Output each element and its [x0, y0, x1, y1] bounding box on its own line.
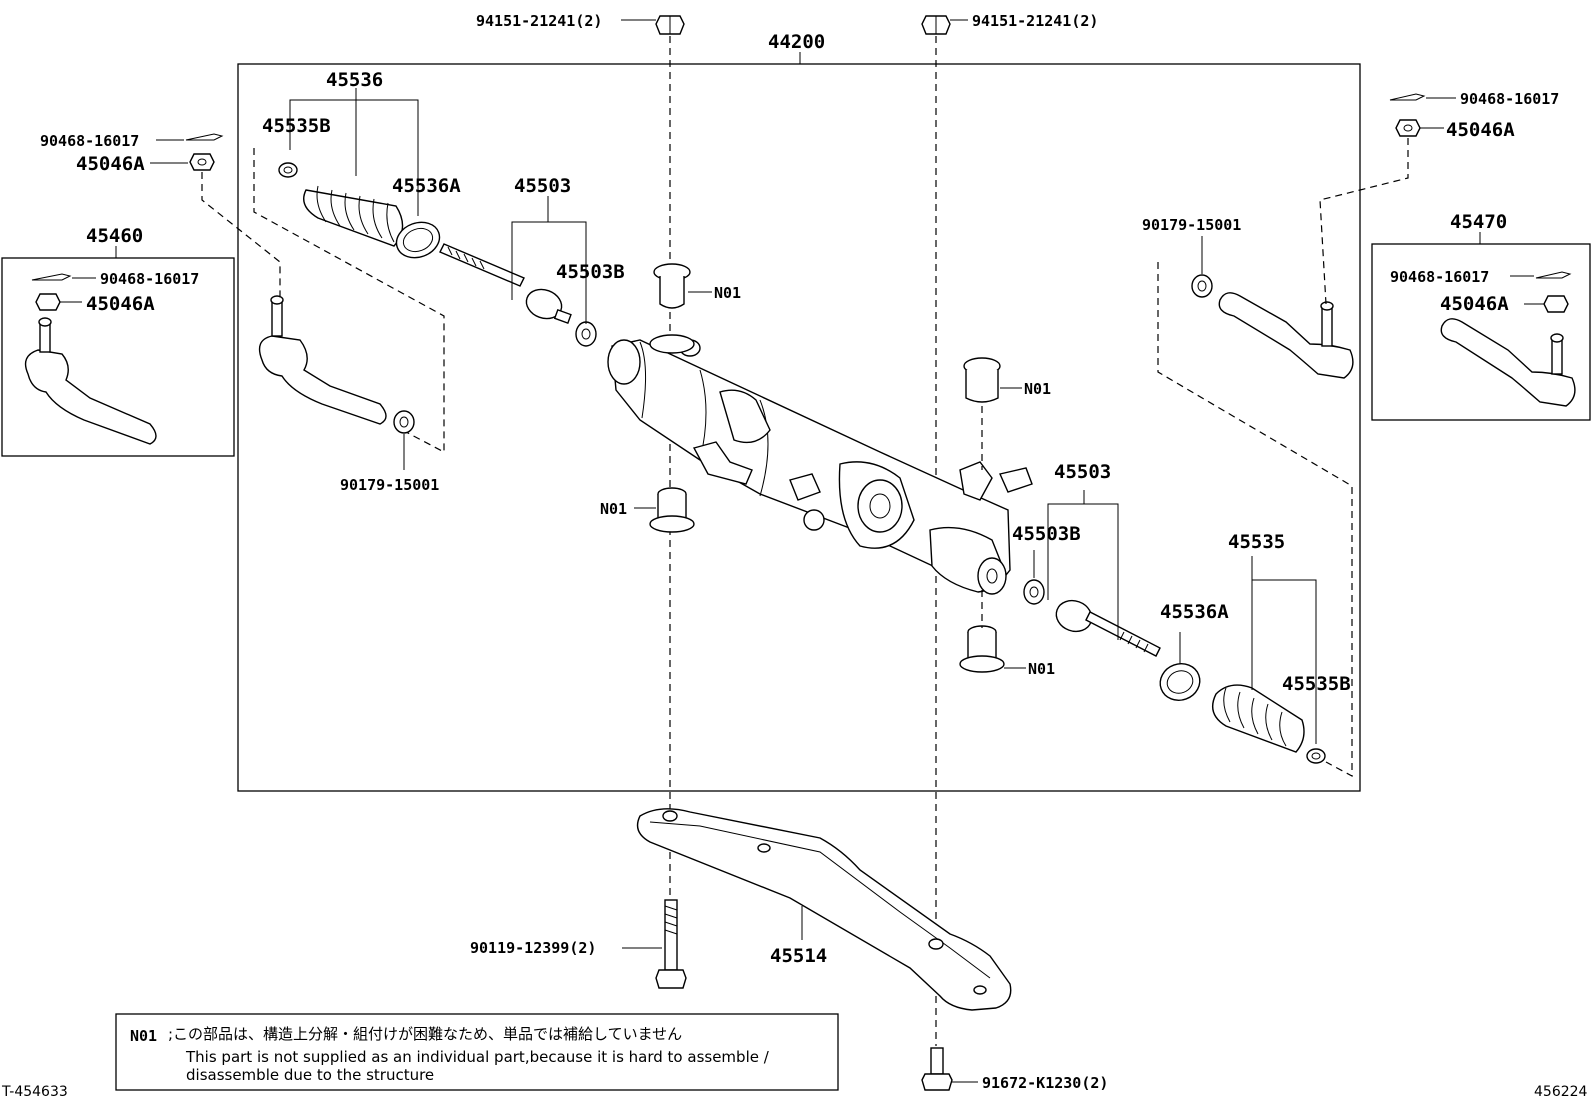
clamp-right-a-icon: [1159, 663, 1201, 701]
assembly-frame: [237, 63, 1361, 792]
nut-right-box-label: 45046A: [1440, 293, 1509, 315]
nut-left-box-label: 45046A: [86, 293, 155, 315]
bushing-right-icon: [1191, 274, 1213, 298]
clamp-right-b-label: 45535B: [1282, 673, 1351, 695]
boot-right-label: 45535: [1228, 531, 1285, 553]
n01-bottom-right-label: N01: [1028, 660, 1055, 678]
note-box: [115, 1013, 839, 1091]
rod-right-icon: [1055, 599, 1161, 657]
bushing-right-label: 90179-15001: [1142, 216, 1241, 234]
nut-right-box-icon: [1543, 295, 1569, 313]
steering-rack-housing-icon: [607, 339, 1033, 595]
clamp-left-a-label: 45536A: [392, 175, 461, 197]
nut-right-top-icon: [1395, 119, 1421, 137]
tie-rod-end-left-frame-icon: [258, 295, 387, 425]
rod-left-label: 45503: [514, 175, 571, 197]
corner-left-code: T-454633: [1, 1084, 68, 1099]
nut-left-top-label: 45046A: [76, 153, 145, 175]
tie-rod-end-right-frame-icon: [1218, 292, 1354, 379]
n01-bushing-top-right-icon: [963, 357, 1001, 403]
nut-left-box-icon: [35, 293, 61, 311]
tie-rod-end-right-label: 45470: [1450, 211, 1507, 233]
n01-bushing-bottom-right-icon: [959, 625, 1005, 673]
clamp-left-b-icon: [278, 162, 298, 178]
pin-left-box-icon: [31, 273, 72, 281]
tie-rod-end-right-box: [1371, 243, 1591, 421]
note-japanese: ;この部品は、構造上分解・組付けが困難なため、単品では補給していません: [168, 1025, 682, 1043]
bolt-bottom-right-icon: [921, 1047, 953, 1091]
crossmember-icon: [636, 808, 1012, 1011]
clamp-left-b-label: 45535B: [262, 115, 331, 137]
clamp-right-b-icon: [1306, 748, 1326, 764]
tie-rod-end-right-box-icon: [1440, 318, 1576, 407]
note-english-line1: This part is not supplied as an individu…: [185, 1048, 770, 1066]
bolt-bottom-left-icon: [655, 899, 687, 989]
bushing-left-icon: [393, 410, 415, 434]
nut-left-top-icon: [189, 153, 215, 171]
bolt-bottom-left-label: 90119-12399(2): [470, 939, 596, 957]
pin-right-top-label: 90468-16017: [1460, 90, 1559, 108]
rod-left-icon: [439, 243, 572, 324]
washer-right-icon: [1023, 579, 1045, 605]
pin-right-box-label: 90468-16017: [1390, 268, 1489, 286]
pin-left-top-icon: [185, 133, 224, 141]
bolt-top-left-icon: [655, 15, 685, 35]
tie-rod-end-left-box: [1, 257, 235, 457]
tie-rod-end-left-box-icon: [24, 317, 157, 445]
bolt-top-left-label: 94151-21241(2): [476, 12, 602, 30]
note-code: N01: [130, 1027, 157, 1045]
n01-top-left-label: N01: [714, 284, 741, 302]
nut-right-top-label: 45046A: [1446, 119, 1515, 141]
washer-left-icon: [575, 321, 597, 347]
n01-bushing-mid-left-icon: [649, 487, 695, 533]
note-english-line2: disassemble due to the structure: [186, 1066, 434, 1084]
washer-left-label: 45503B: [556, 261, 625, 283]
clamp-left-a-icon: [395, 221, 441, 259]
bushing-left-label: 90179-15001: [340, 476, 439, 494]
rod-right-label: 45503: [1054, 461, 1111, 483]
assembly-number-label: 44200: [768, 31, 825, 53]
bolt-top-right-label: 94151-21241(2): [972, 12, 1098, 30]
pin-right-top-icon: [1389, 93, 1426, 101]
boot-right-icon: [1212, 684, 1305, 753]
bolt-bottom-right-label: 91672-K1230(2): [982, 1074, 1108, 1092]
clamp-right-a-label: 45536A: [1160, 601, 1229, 623]
crossmember-label: 45514: [770, 945, 827, 967]
n01-bushing-top-left-icon: [649, 263, 695, 354]
pin-left-top-label: 90468-16017: [40, 132, 139, 150]
tie-rod-end-left-label: 45460: [86, 225, 143, 247]
boot-left-icon: [303, 185, 404, 247]
n01-mid-left-label: N01: [600, 500, 627, 518]
boot-left-label: 45536: [326, 69, 383, 91]
washer-right-label: 45503B: [1012, 523, 1081, 545]
n01-top-right-label: N01: [1024, 380, 1051, 398]
corner-right-code: 456224: [1534, 1084, 1588, 1099]
pin-left-box-label: 90468-16017: [100, 270, 199, 288]
pin-right-box-icon: [1535, 271, 1572, 279]
bolt-top-right-icon: [921, 15, 951, 35]
